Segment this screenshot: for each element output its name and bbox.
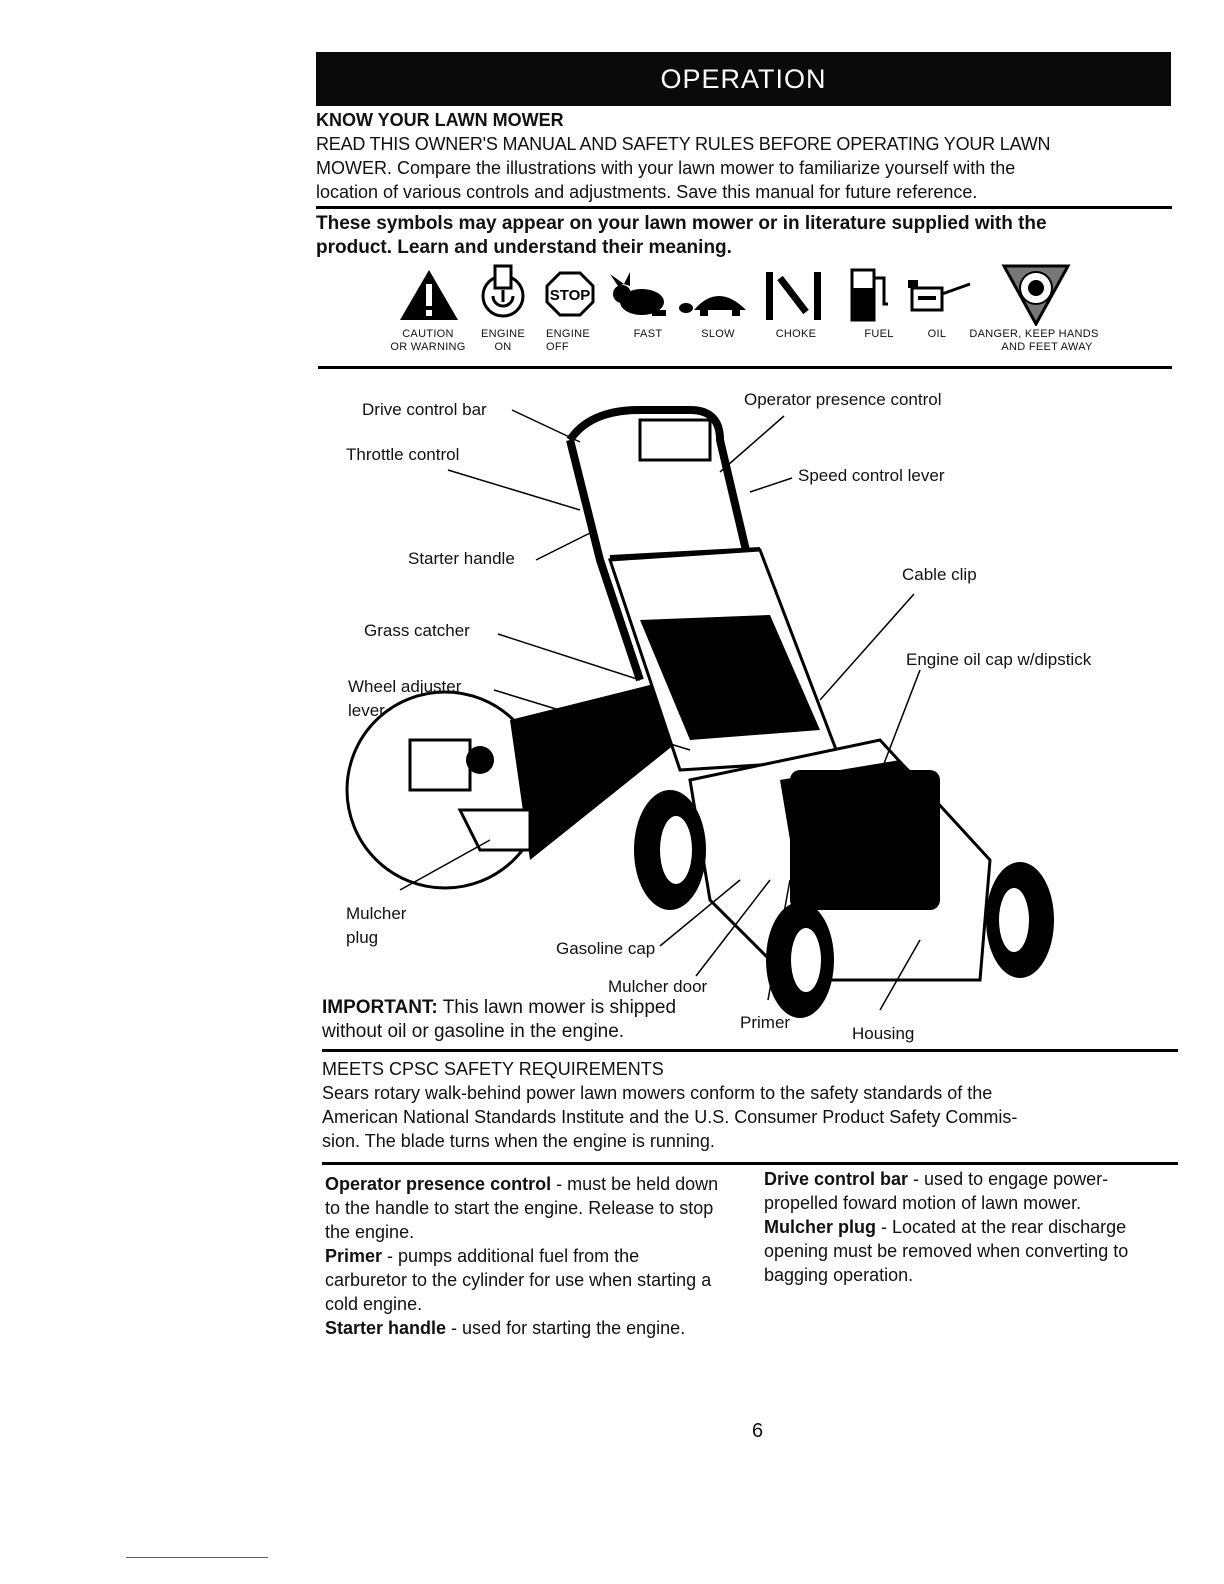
callout-mulcher-door: Mulcher door <box>608 977 708 996</box>
divider-1 <box>316 206 1172 209</box>
oil-can-icon <box>908 280 971 312</box>
symbol-label-choke: CHOKE <box>775 328 817 340</box>
symbols-heading: These symbols may appear on your lawn mo… <box>316 212 1136 260</box>
svg-text:STOP: STOP <box>550 287 591 304</box>
callout-oil-cap: Engine oil cap w/dipstick <box>906 650 1092 669</box>
callout-gasoline-cap: Gasoline cap <box>556 939 656 958</box>
intro-paragraph: READ THIS OWNER'S MANUAL AND SAFETY RULE… <box>316 132 1176 204</box>
caution-icon <box>400 270 458 320</box>
important-label: IMPORTANT: <box>322 997 438 1018</box>
definitions-right: Drive control bar - used to engage power… <box>764 1167 1164 1287</box>
definition-operator-presence: Operator presence control - must be held… <box>325 1174 719 1242</box>
callout-mulcher-plug: Mulcher plug <box>346 904 407 947</box>
callout-starter-handle: Starter handle <box>408 549 515 568</box>
callout-primer: Primer <box>740 1013 791 1032</box>
definition-primer: Primer - pumps additional fuel from the … <box>325 1246 712 1314</box>
symbol-label-oil: OIL <box>927 328 947 340</box>
callout-drive-control-bar: Drive control bar <box>362 400 487 419</box>
callout-speed-lever: Speed control lever <box>798 466 945 485</box>
divider-4 <box>322 1162 1178 1165</box>
definition-starter-handle: Starter handle - used for starting the e… <box>325 1318 686 1338</box>
definition-mulcher-plug: Mulcher plug - Located at the rear disch… <box>764 1217 1129 1285</box>
definition-drive-control-bar: Drive control bar - used to engage power… <box>764 1169 1109 1213</box>
turtle-icon <box>679 296 746 316</box>
danger-hand-icon <box>1001 264 1071 326</box>
symbol-label-fuel: FUEL <box>864 328 894 340</box>
intro-line-1: READ THIS OWNER'S MANUAL AND SAFETY RULE… <box>316 134 1051 154</box>
know-your-mower-title: KNOW YOUR LAWN MOWER <box>316 110 564 130</box>
engine-on-icon <box>481 264 525 318</box>
intro-line-2: MOWER. Compare the illustrations with yo… <box>316 158 1016 178</box>
definitions-left: Operator presence control - must be held… <box>325 1172 725 1340</box>
important-note: IMPORTANT: This lawn mower is shipped wi… <box>322 996 676 1044</box>
choke-icon <box>766 272 821 320</box>
section-header: OPERATION <box>316 52 1171 106</box>
symbol-label-fast: FAST <box>633 328 663 340</box>
symbol-label-slow: SLOW <box>701 328 735 340</box>
cpsc-line-2: American National Standards Institute an… <box>322 1107 1018 1127</box>
fuel-pump-icon <box>850 268 888 322</box>
callout-throttle: Throttle control <box>346 445 460 464</box>
divider-3 <box>322 1049 1178 1052</box>
important-line-2: without oil or gasoline in the engine. <box>322 1021 625 1042</box>
rabbit-icon <box>610 272 666 316</box>
symbols-heading-line-2: product. Learn and understand their mean… <box>316 237 732 258</box>
intro-line-3: location of various controls and adjustm… <box>316 182 978 202</box>
lawn-mower-illustration <box>345 406 1054 1018</box>
symbols-heading-line-1: These symbols may appear on your lawn mo… <box>316 213 1047 234</box>
stop-icon: STOP <box>545 271 595 317</box>
callout-wheel-adjuster: Wheel adjuster lever <box>348 677 462 720</box>
callout-grass-catcher: Grass catcher <box>364 621 470 640</box>
cpsc-title: MEETS CPSC SAFETY REQUIREMENTS <box>322 1059 664 1079</box>
cpsc-line-3: sion. The blade turns when the engine is… <box>322 1131 715 1151</box>
footer-underline <box>126 1557 268 1558</box>
callout-cable-clip: Cable clip <box>902 565 977 584</box>
callout-operator-presence: Operator presence control <box>744 390 942 409</box>
divider-2 <box>318 366 1172 369</box>
cpsc-line-1: Sears rotary walk-behind power lawn mowe… <box>322 1083 993 1103</box>
callout-housing: Housing <box>852 1024 915 1043</box>
cpsc-section: MEETS CPSC SAFETY REQUIREMENTS Sears rot… <box>322 1057 1162 1153</box>
symbol-label-danger: DANGER, KEEP HANDS AND FEET AWAY <box>969 328 1099 353</box>
important-line-1: This lawn mower is shipped <box>442 997 677 1018</box>
page-number: 6 <box>752 1420 764 1442</box>
